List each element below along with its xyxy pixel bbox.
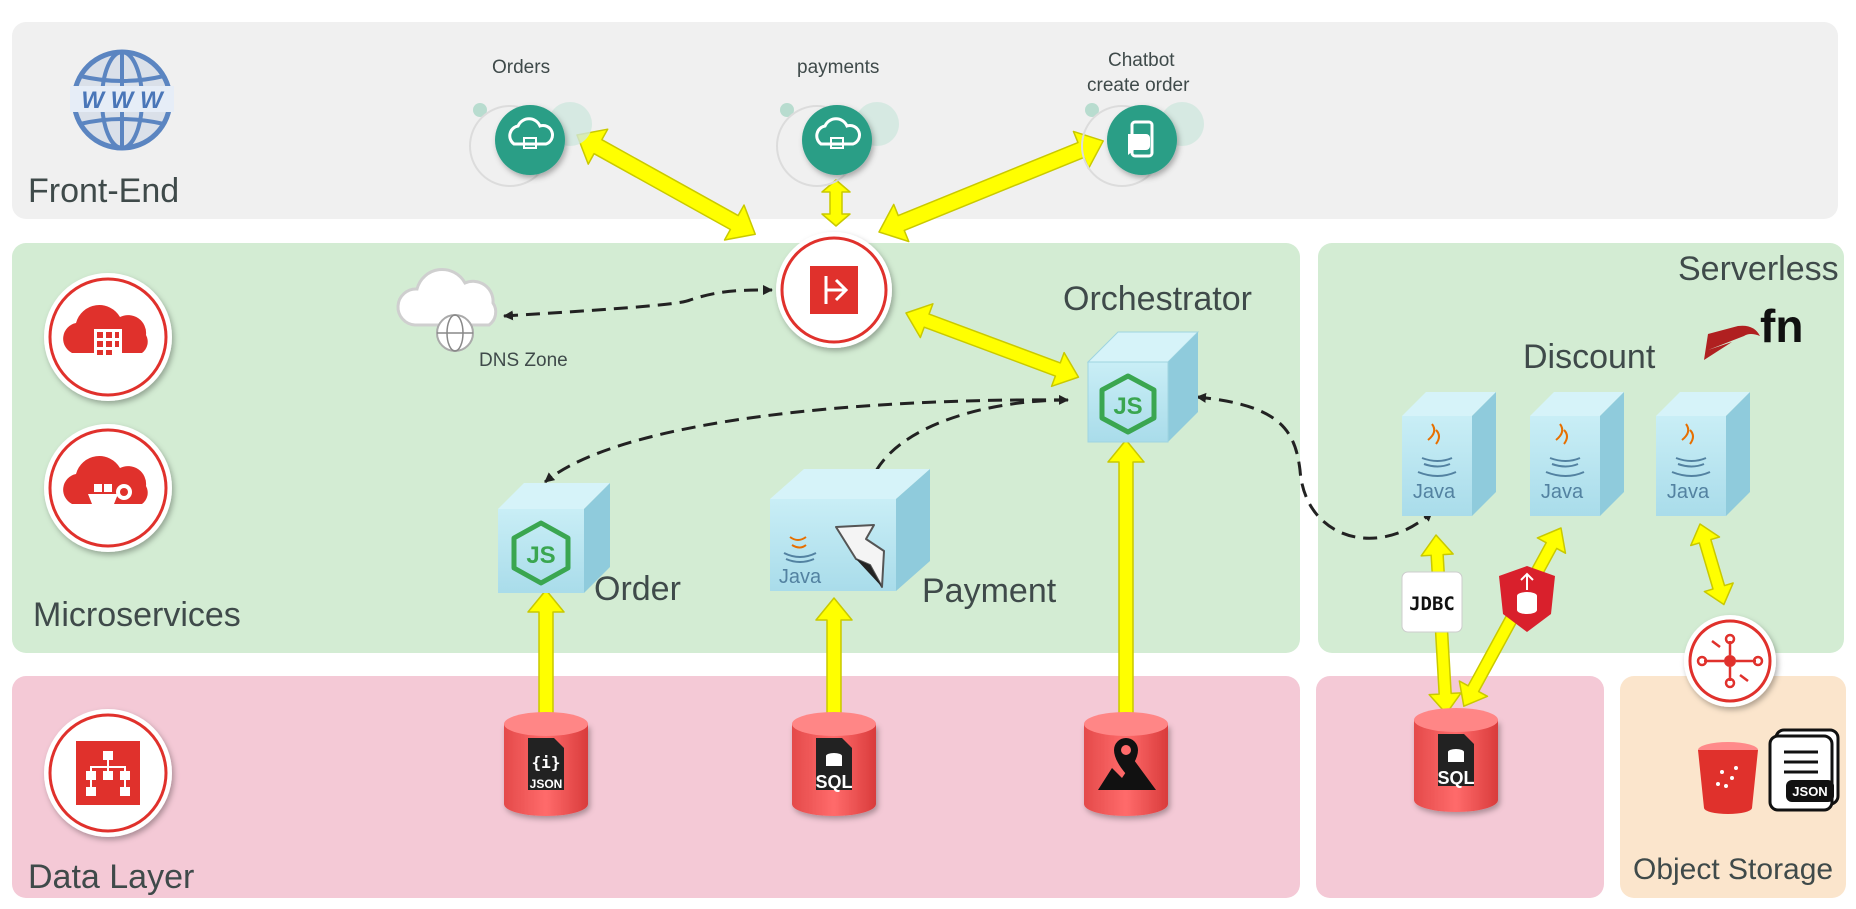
dashed-arrows [503,285,1434,540]
www-text: W W W [81,87,165,114]
json-document-icon: JSON [1768,728,1840,812]
orders-app-icon[interactable] [469,102,592,187]
object-storage-label: Object Storage [1633,853,1834,886]
payments-app-icon[interactable] [776,102,899,187]
discount-java-cube-1[interactable]: Java [1402,392,1496,516]
order-nodejs-cube[interactable]: JS [498,483,610,593]
data-layer-label: Data Layer [28,858,195,896]
bucket-icon [1698,742,1758,814]
microservices-label: Microservices [33,596,241,634]
order-label: Order [594,570,681,608]
serverless-label: Serverless [1678,250,1839,288]
payments-label: payments [797,57,880,78]
discount-label: Discount [1523,338,1656,376]
oke-cloud-icon [44,273,172,401]
arrow-gateway-orchestrator [905,303,1080,388]
payment-sql-db-icon: SQL [792,712,876,816]
helidon-icon [835,524,885,588]
payment-java-text: Java [779,566,822,588]
arrow-orchestrator-db [1107,439,1145,739]
arrow-java3-stream [1689,523,1734,606]
json-db-icon: {i} JSON [504,712,588,816]
discount-sql-db-icon: SQL [1414,708,1498,812]
streaming-icon [1684,615,1776,707]
frontend-panel [12,22,1838,219]
chatbot-label-line2: create order [1087,75,1190,96]
api-gateway-icon[interactable] [776,232,892,348]
json-db-brace: {i} [532,753,561,772]
autonomous-db-shield-icon [1499,566,1555,632]
orchestrator-nodejs-cube[interactable]: JS [1086,331,1200,443]
arrow-payments-gateway [821,179,851,227]
front-end-label: Front-End [28,172,180,210]
spatial-map-db-icon [1084,712,1168,816]
orchestrator-js-text: JS [1113,393,1142,420]
payment-java-cube[interactable]: Java [770,469,930,591]
dns-cloud-icon [396,267,498,352]
www-globe-icon: W W W [70,49,174,151]
payment-sql-text: SQL [815,772,852,792]
discount-java-text-3: Java [1667,481,1710,503]
arrow-chatbot-gateway [878,130,1104,243]
payment-java-icon: Java [779,536,822,588]
order-js-text: JS [526,542,555,569]
discount-java-cube-3[interactable]: Java [1656,392,1750,516]
dashed-orchestrator-discount [1196,392,1434,540]
json-doc-text: JSON [1792,784,1827,799]
chatbot-label-line1: Chatbot [1108,50,1175,71]
jdbc-badge: JDBC [1401,571,1463,633]
payment-label: Payment [922,572,1057,610]
orders-label: Orders [492,57,551,78]
discount-java-text-1: Java [1413,481,1456,503]
dashed-dns-gateway [503,285,773,321]
container-cloud-icon [44,424,172,552]
jdbc-text: JDBC [1409,593,1455,615]
orchestrator-label: Orchestrator [1063,280,1252,318]
arrow-orders-gateway [576,128,756,241]
discount-sql-text: SQL [1437,768,1474,788]
fn-text: fn [1760,300,1803,352]
dashed-orchestrator-order [544,394,1069,484]
fn-project-logo: fn [1704,300,1803,360]
discount-java-cube-2[interactable]: Java [1530,392,1624,516]
dns-zone-label: DNS Zone [479,350,568,371]
json-db-text: JSON [530,777,563,791]
discount-java-text-2: Java [1541,481,1584,503]
data-catalog-icon [44,709,172,837]
chatbot-app-icon[interactable] [1081,102,1204,187]
